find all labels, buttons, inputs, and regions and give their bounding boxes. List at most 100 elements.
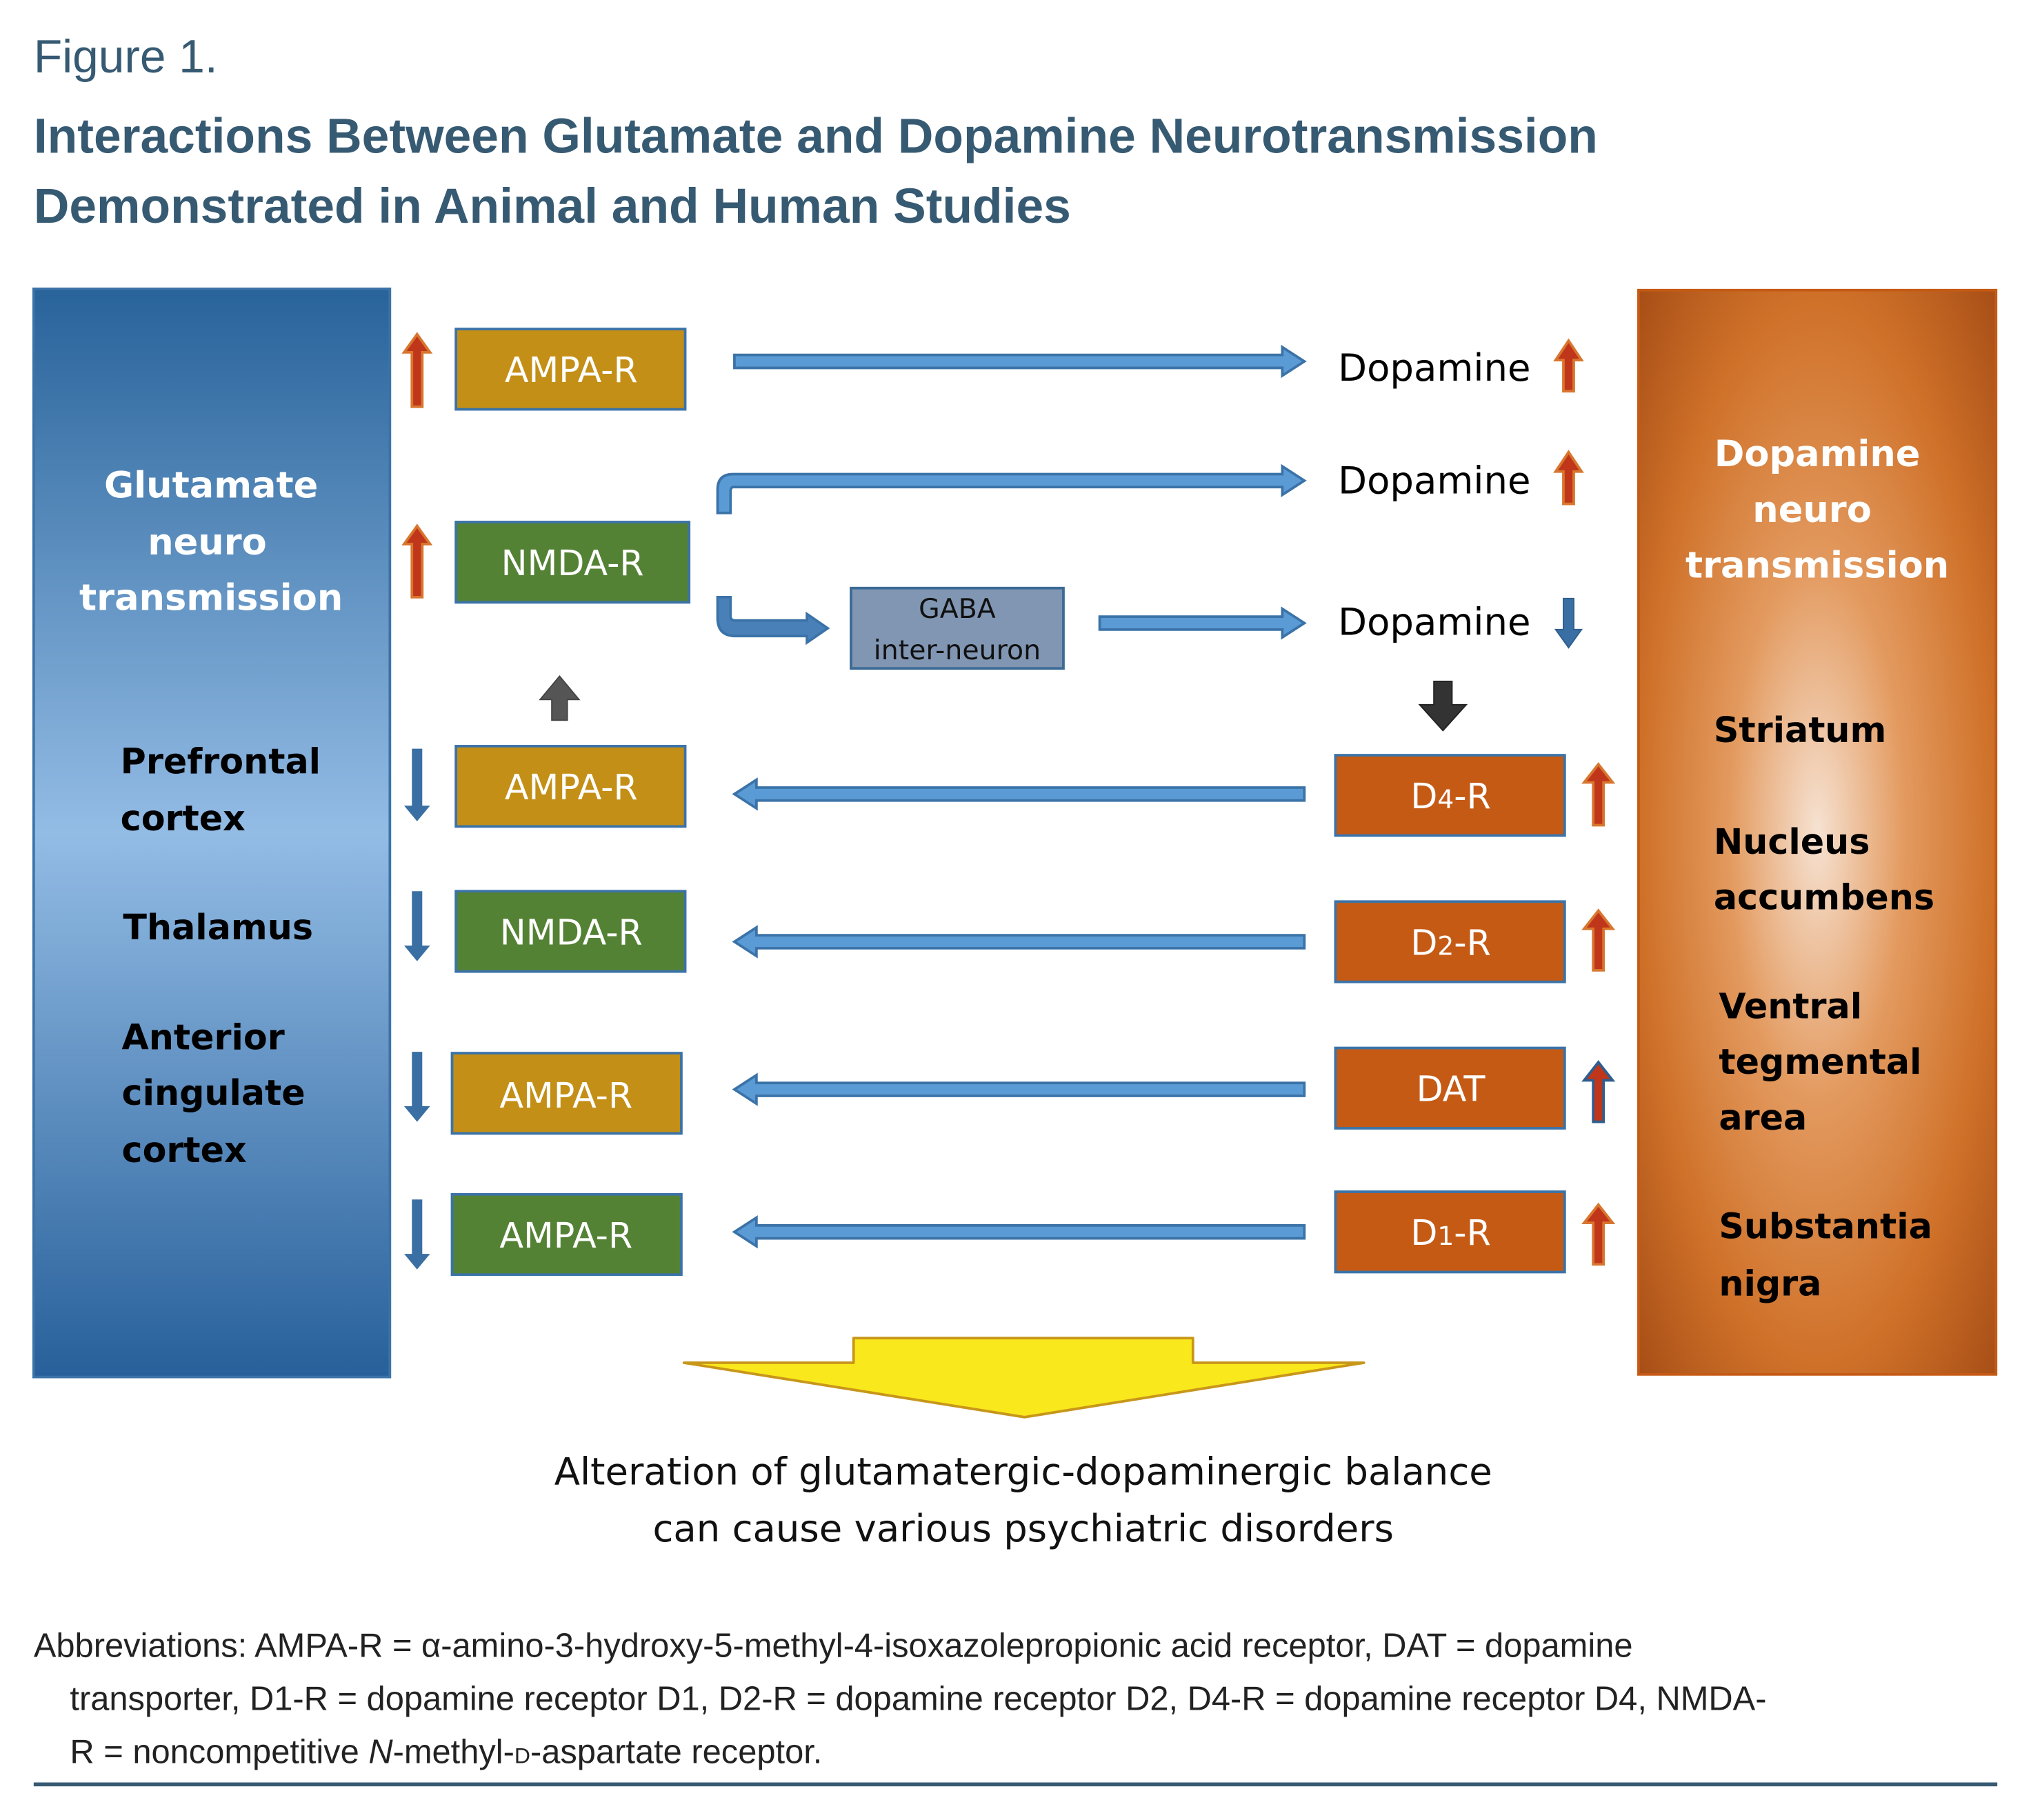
abbr-3-prefix: R = noncompetitive	[70, 1733, 368, 1770]
region-anterior-cingulate-2: cingulate	[122, 1072, 306, 1113]
glutamate-panel-title-3: transmission	[79, 577, 343, 619]
gray-up-arrow-icon	[539, 675, 581, 721]
conclusion-line-2: can cause various psychiatric disorders	[652, 1506, 1394, 1550]
d4-receptor-label: D4-R	[1410, 776, 1490, 817]
d2-sub: 2	[1437, 930, 1454, 961]
dopamine-panel-background	[1637, 288, 1998, 1376]
dopamine-panel-title-2: neuro	[1752, 489, 1872, 531]
upper-nmda-row: NMDA-R Dopamine GABA inter-neuron Dopami…	[401, 450, 1584, 670]
d4-sub: 4	[1437, 784, 1454, 814]
gray-down-arrow-icon	[1418, 681, 1468, 732]
decrease-arrow-icon	[403, 748, 430, 821]
gaba-label-1: GABA	[919, 593, 996, 625]
dopamine-panel: Dopamine neuro transmission Striatum Nuc…	[1637, 288, 1998, 1376]
d2-receptor-box	[1334, 900, 1566, 983]
figure-title-line-1: Interactions Between Glutamate and Dopam…	[34, 109, 1598, 164]
region-vta-1: Ventral	[1719, 986, 1862, 1026]
increase-arrow-icon	[401, 332, 433, 408]
gaba-label-2: inter-neuron	[874, 634, 1041, 666]
region-nucleus-accumbens-1: Nucleus	[1714, 821, 1870, 862]
region-anterior-cingulate-1: Anterior	[122, 1017, 285, 1057]
increase-arrow-icon	[1581, 1202, 1616, 1266]
abbr-3-suffix: -aspartate receptor.	[530, 1733, 822, 1770]
lower-row-d2: NMDA-R D2-R	[403, 890, 1616, 983]
decrease-arrow-icon	[403, 1052, 430, 1122]
ampa-receptor-label: AMPA-R	[505, 767, 638, 808]
increase-arrow-icon	[1581, 908, 1616, 972]
nmda-receptor-label: NMDA-R	[500, 912, 643, 952]
d1-base: D	[1410, 1212, 1437, 1253]
conclusion-down-arrow-icon	[682, 1337, 1365, 1419]
region-nucleus-accumbens-2: accumbens	[1714, 877, 1934, 918]
dopamine-panel-title-3: transmission	[1685, 545, 1949, 587]
region-substantia-nigra-1: Substantia	[1719, 1206, 1932, 1247]
nmda-receptor-label: NMDA-R	[501, 543, 644, 583]
glutamate-panel: Glutamate neuro transmission Prefrontal …	[32, 287, 392, 1379]
abbreviations-line-3: R = noncompetitive N-methyl-d-aspartate …	[70, 1733, 822, 1770]
decrease-arrow-icon	[403, 1199, 430, 1270]
decrease-arrow-icon	[1554, 597, 1583, 649]
increase-arrow-icon	[1553, 338, 1584, 393]
dopamine-panel-title-1: Dopamine	[1714, 433, 1921, 475]
ampa-receptor-label: AMPA-R	[505, 350, 638, 390]
abbreviations-line-1: Abbreviations: AMPA-R = α-amino-3-hydrox…	[34, 1627, 1633, 1664]
branch-arrow-up-icon	[716, 463, 1307, 514]
region-anterior-cingulate-3: cortex	[122, 1130, 247, 1170]
d4-receptor-box	[1334, 754, 1566, 837]
flow-arrow-left-icon	[732, 1072, 1306, 1106]
ampa-receptor-label: AMPA-R	[499, 1075, 632, 1116]
lower-row-dat: AMPA-R DAT	[403, 1046, 1616, 1135]
d1-rest: -R	[1454, 1212, 1491, 1253]
increase-arrow-icon	[401, 523, 433, 599]
region-prefrontal-2: cortex	[121, 798, 246, 839]
dopamine-outcome-label: Dopamine	[1338, 459, 1530, 503]
figure-label: Figure 1.	[34, 31, 218, 83]
abbreviations-line-2: transporter, D1-R = dopamine receptor D1…	[70, 1680, 1766, 1717]
glutamate-panel-background	[32, 287, 392, 1379]
dopamine-outcome-label: Dopamine	[1338, 599, 1530, 643]
region-vta-2: tegmental	[1719, 1041, 1921, 1082]
region-prefrontal-1: Prefrontal	[121, 741, 321, 781]
ampa-receptor-box	[454, 745, 687, 828]
footer-divider	[33, 1782, 1998, 1787]
d1-sub: 1	[1437, 1221, 1454, 1251]
decrease-arrow-icon	[403, 891, 430, 961]
flow-arrow-left-icon	[732, 1215, 1306, 1249]
region-vta-3: area	[1719, 1097, 1807, 1138]
d1-receptor-box	[1334, 1190, 1566, 1274]
lower-row-d4: AMPA-R D4-R	[403, 745, 1616, 837]
nmda-receptor-box	[454, 890, 687, 973]
d4-base: D	[1410, 776, 1437, 817]
lower-row-d1: AMPA-R D1-R	[403, 1190, 1616, 1277]
region-thalamus: Thalamus	[123, 907, 313, 948]
ampa-receptor-box-green	[450, 1192, 683, 1277]
abbr-3-italic: N	[368, 1733, 393, 1770]
dat-label: DAT	[1417, 1069, 1486, 1110]
nmda-receptor-box	[454, 521, 691, 604]
increase-arrow-icon	[1581, 1060, 1616, 1123]
d2-rest: -R	[1454, 922, 1491, 963]
conclusion-line-1: Alteration of glutamatergic-dopaminergic…	[554, 1450, 1492, 1494]
d1-receptor-label: D1-R	[1410, 1212, 1490, 1253]
ampa-receptor-label: AMPA-R	[499, 1215, 632, 1256]
flow-arrow-right-icon	[1098, 606, 1307, 640]
glutamate-panel-title-2: neuro	[148, 521, 267, 563]
increase-arrow-icon	[1581, 762, 1616, 827]
gaba-interneuron-box	[850, 586, 1065, 670]
ampa-receptor-box	[454, 328, 687, 411]
region-striatum: Striatum	[1714, 710, 1887, 750]
abbr-3-mid: -methyl-	[393, 1733, 514, 1770]
upper-ampa-row: AMPA-R Dopamine	[401, 328, 1584, 411]
d2-base: D	[1410, 922, 1437, 963]
dat-box	[1334, 1046, 1566, 1130]
ampa-receptor-box	[450, 1052, 683, 1135]
flow-arrow-left-icon	[732, 925, 1306, 959]
flow-arrow-left-icon	[732, 777, 1306, 811]
d4-rest: -R	[1454, 776, 1491, 817]
glutamate-panel-title-1: Glutamate	[104, 464, 318, 506]
region-substantia-nigra-2: nigra	[1719, 1263, 1821, 1303]
increase-arrow-icon	[1553, 450, 1584, 506]
branch-arrow-down-icon	[716, 596, 830, 646]
dopamine-outcome-label: Dopamine	[1338, 346, 1530, 390]
